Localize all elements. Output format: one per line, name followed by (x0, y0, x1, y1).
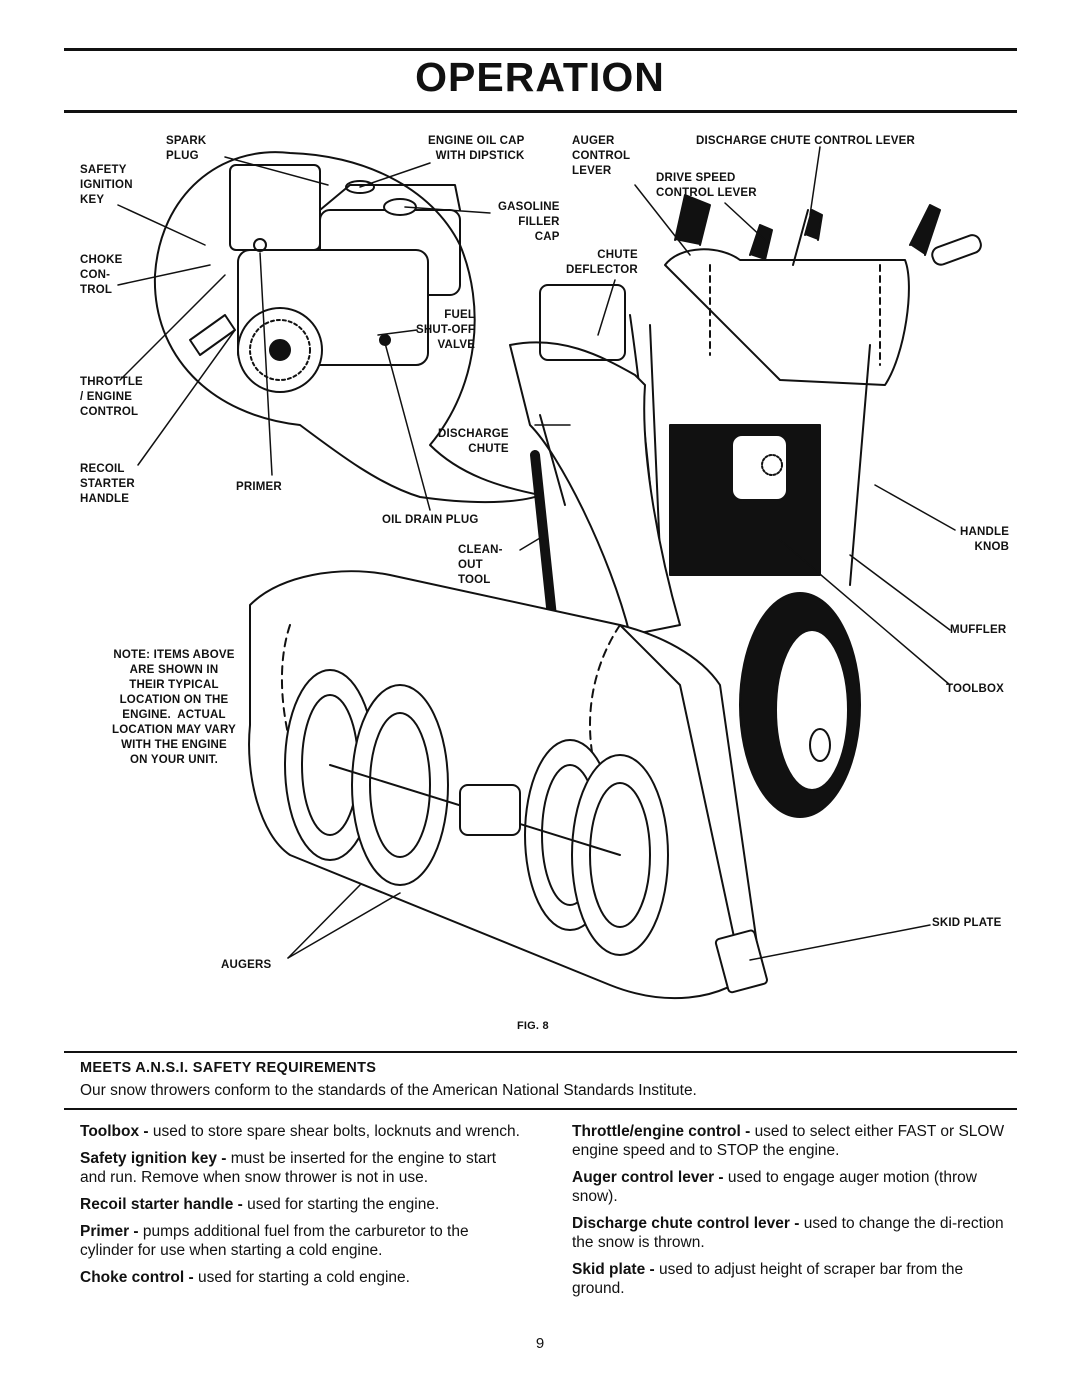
label-discharge-chute: DISCHARGE CHUTE (438, 428, 509, 455)
section-intro: Our snow throwers conform to the standar… (80, 1082, 697, 1099)
label-spark-plug: SPARK PLUG (166, 135, 207, 162)
top-rule (64, 48, 1017, 51)
figure-caption: FIG. 8 (517, 1020, 549, 1032)
snow-thrower-figure: SPARK PLUG SAFETY IGNITION KEY CHOKE CON… (60, 125, 1020, 1045)
recoil-description: Recoil starter handle - used for startin… (80, 1196, 440, 1213)
auger-lever-description: Auger control lever - used to engage aug… (572, 1169, 977, 1205)
label-note: NOTE: ITEMS ABOVE ARE SHOWN IN THEIR TYP… (112, 649, 236, 766)
engine-inset (189, 164, 461, 393)
section-heading: MEETS A.N.S.I. SAFETY REQUIREMENTS (80, 1060, 377, 1076)
toolbox-description: Toolbox - used to store spare shear bolt… (80, 1123, 520, 1140)
label-augers: AUGERS (221, 959, 272, 971)
section-rule (64, 1051, 1017, 1053)
label-primer: PRIMER (236, 481, 282, 493)
label-handle-knob: HANDLE KNOB (960, 526, 1010, 553)
label-safety-ignition-key: SAFETY IGNITION KEY (80, 164, 133, 206)
safety-key-description: Safety ignition key - must be inserted f… (80, 1150, 497, 1186)
right-column: Throttle/engine control - used to select… (572, 1122, 1018, 1306)
page-title: OPERATION (415, 54, 665, 100)
label-clean-out-tool: CLEAN- OUT TOOL (458, 544, 503, 586)
augers (284, 669, 669, 956)
label-recoil-starter: RECOIL STARTER HANDLE (80, 463, 135, 505)
throttle-description: Throttle/engine control - used to select… (572, 1123, 1005, 1159)
left-column: Toolbox - used to store spare shear bolt… (80, 1122, 526, 1295)
skid-plate-description: Skid plate - used to adjust height of sc… (572, 1261, 964, 1297)
intro-rule (64, 1108, 1017, 1110)
page-number: 9 (535, 1335, 545, 1352)
label-choke-control: CHOKE CON- TROL (80, 254, 123, 296)
label-muffler: MUFFLER (950, 624, 1007, 636)
label-auger-control-lever: AUGER CONTROL LEVER (572, 135, 631, 177)
label-skid-plate: SKID PLATE (932, 917, 1002, 929)
label-gasoline-cap: GASOLINE FILLER CAP (498, 201, 560, 243)
chute-lever-description: Discharge chute control lever - used to … (572, 1215, 1004, 1251)
label-engine-oil-cap: ENGINE OIL CAP WITH DIPSTICK (428, 135, 525, 162)
label-throttle: THROTTLE / ENGINE CONTROL (80, 376, 143, 418)
label-drive-speed-control-lever: DRIVE SPEED CONTROL LEVER (656, 172, 757, 199)
snow-thrower-illustration (117, 146, 982, 1000)
label-toolbox: TOOLBOX (946, 683, 1005, 695)
choke-description: Choke control - used for starting a cold… (80, 1269, 410, 1286)
label-fuel-valve: FUEL SHUT-OFF VALVE (416, 309, 476, 351)
label-oil-drain-plug: OIL DRAIN PLUG (382, 514, 479, 526)
label-chute-deflector: CHUTE DEFLECTOR (566, 249, 638, 276)
label-discharge-chute-control-lever: DISCHARGE CHUTE CONTROL LEVER (696, 135, 915, 147)
primer-description: Primer - pumps additional fuel from the … (80, 1223, 469, 1259)
title-rule (64, 110, 1017, 113)
